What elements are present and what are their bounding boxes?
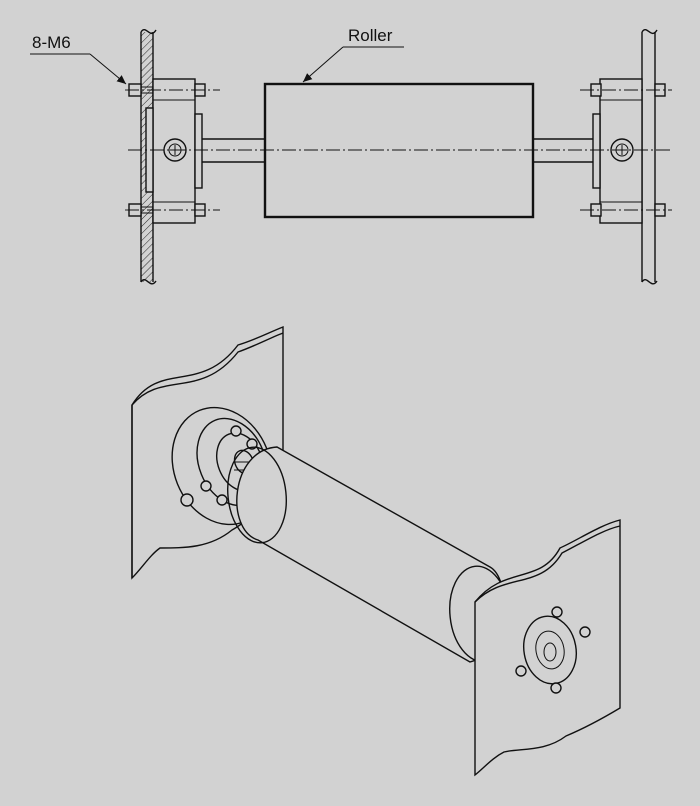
fastener-callout: 8-M6 [30, 33, 127, 85]
right-frame-plate [641, 29, 658, 285]
roller-callout: Roller [302, 26, 404, 83]
roller-body [263, 82, 535, 219]
right-flange-bearing [590, 78, 666, 224]
roller-label: Roller [348, 26, 393, 45]
iso-roller [227, 446, 511, 663]
fastener-label: 8-M6 [32, 33, 71, 52]
center-lines [125, 89, 672, 211]
orthographic-view: 8-M6 Roller [30, 26, 672, 285]
iso-right-bearing [515, 606, 591, 694]
isometric-view [131, 325, 621, 777]
iso-right-plate [474, 519, 621, 777]
shaft [202, 138, 593, 163]
